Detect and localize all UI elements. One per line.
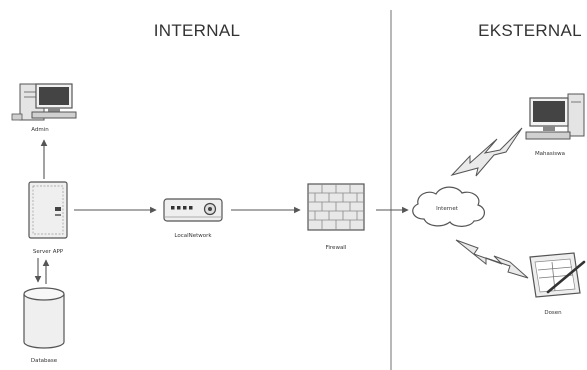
admin-node: Admin — [11, 83, 77, 133]
database-label: Database — [31, 358, 58, 364]
server-label: Server APP — [33, 249, 64, 255]
local-network-label: LocalNetwork — [174, 233, 212, 239]
mahasiswa-node: Mahasiswa — [525, 93, 585, 157]
network-switch-icon — [163, 198, 223, 222]
database-node: Database — [23, 287, 65, 364]
internal-zone-title: INTERNAL — [154, 21, 240, 40]
mahasiswa-label: Mahasiswa — [535, 151, 565, 157]
firewall-label: Firewall — [326, 245, 347, 251]
firewall-node: Firewall — [307, 183, 365, 251]
dosen-label: Dosen — [544, 310, 562, 316]
wireless-link-mahasiswa — [450, 127, 523, 177]
workstation-icon — [11, 83, 77, 121]
server-tower-icon — [28, 181, 68, 239]
admin-label: Admin — [31, 127, 49, 133]
desktop-computer-icon — [525, 93, 585, 140]
brick-firewall-icon — [307, 183, 365, 231]
external-zone-title: EKSTERNAL — [478, 21, 582, 40]
database-cylinder-icon — [23, 287, 65, 349]
dosen-node: Dosen — [529, 252, 586, 316]
wireless-link-dosen — [455, 239, 529, 279]
server-node: Server APP — [28, 181, 68, 255]
cloud-icon — [412, 186, 485, 227]
tablet-pen-icon — [529, 252, 586, 298]
local-network-node: LocalNetwork — [163, 198, 223, 239]
internet-node: Internet — [412, 186, 485, 227]
internet-label: Internet — [436, 206, 459, 212]
